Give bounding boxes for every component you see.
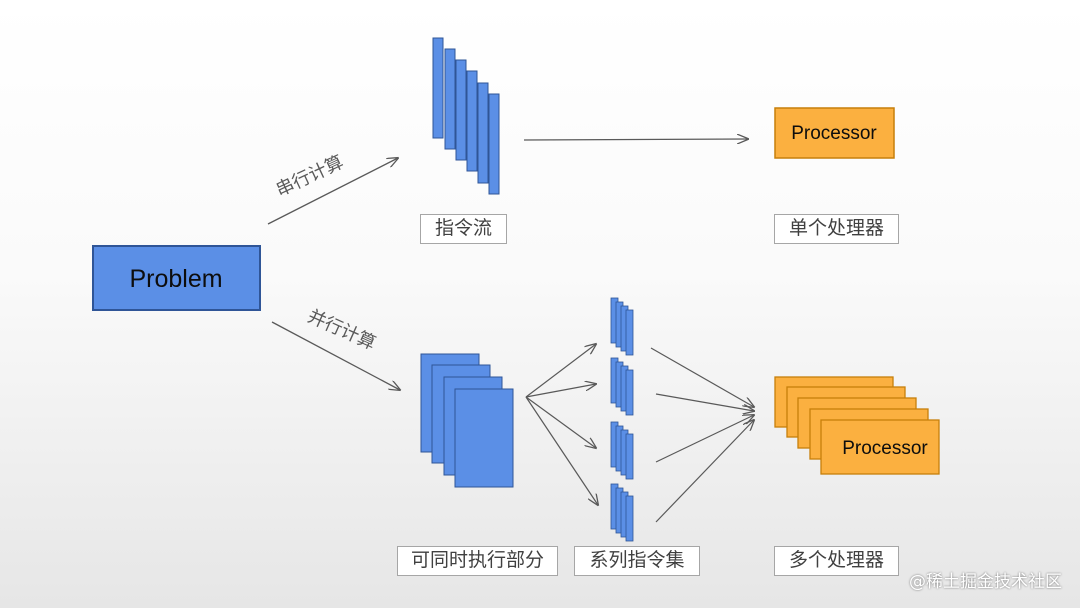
multi-processor-text: Processor	[842, 438, 928, 459]
multiple-processors-label: 多个处理器	[774, 546, 899, 576]
fan-arrow	[525, 396, 598, 505]
processor-card	[820, 419, 940, 475]
single-processor-label: 单个处理器	[774, 214, 899, 244]
converge-arrow	[650, 347, 754, 407]
instruction-bar	[477, 82, 489, 184]
sets-to-processors-arrows	[650, 347, 754, 523]
instruction-set	[610, 483, 634, 542]
set-bar	[625, 495, 634, 542]
instruction-sets-label: 系列指令集	[574, 546, 700, 576]
single-processor-text: Processor	[791, 123, 877, 144]
instruction-stream-label: 指令流	[420, 214, 507, 244]
watermark: @稀土掘金技术社区	[909, 572, 1062, 592]
parallel-parts-stack	[420, 353, 514, 488]
problem-box	[92, 245, 261, 311]
problem-text: Problem	[129, 265, 222, 293]
set-bar	[625, 433, 634, 480]
instruction-bar	[466, 70, 478, 172]
part-page	[454, 388, 514, 488]
parallel-parts-label: 可同时执行部分	[397, 546, 558, 576]
instruction-bar	[432, 37, 444, 139]
converge-arrow	[655, 420, 754, 523]
instruction-set	[610, 421, 634, 480]
fan-arrow	[525, 396, 596, 448]
parts-to-sets-arrows	[525, 344, 598, 505]
parallel-arrow	[271, 321, 400, 390]
converge-arrow	[655, 415, 754, 463]
set-bar	[625, 369, 634, 416]
instruction-set	[610, 297, 634, 356]
instruction-set	[610, 357, 634, 416]
single-processor-box	[774, 107, 895, 159]
instruction-bar	[455, 59, 467, 161]
multiple-processors-stack	[774, 376, 940, 475]
instruction-bar	[488, 93, 500, 195]
instruction-stream	[432, 37, 500, 195]
instruction-bar	[444, 48, 456, 150]
stream-to-processor-arrow	[523, 139, 748, 140]
converge-arrow	[655, 393, 754, 411]
fan-arrow	[525, 344, 596, 398]
serial-arrow	[267, 158, 398, 225]
set-bar	[625, 309, 634, 356]
fan-arrow	[525, 384, 596, 398]
